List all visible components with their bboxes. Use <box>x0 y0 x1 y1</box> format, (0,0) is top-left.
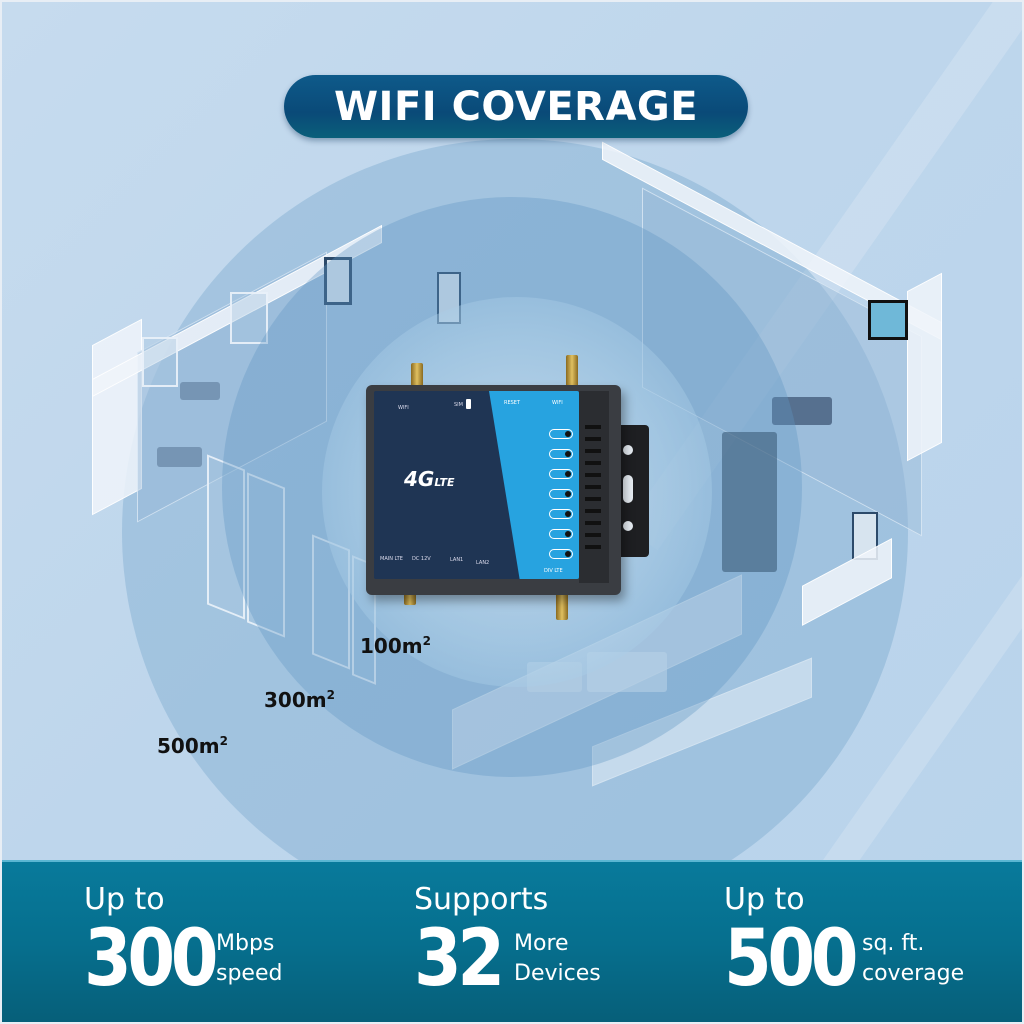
router-housing: WIFI SIM RESET WIFI 4GLTE MAIN LTE DC 12… <box>366 385 621 595</box>
stat-value: 32 <box>414 914 505 1004</box>
page-title: WIFI COVERAGE <box>333 83 699 130</box>
vent <box>585 497 601 501</box>
vent <box>585 521 601 525</box>
stat-coverage: Up to 500 sq. ft. coverage <box>724 882 964 999</box>
cabinet <box>142 337 178 387</box>
title-banner: WIFI COVERAGE <box>284 75 748 138</box>
indicator-light <box>549 549 573 559</box>
label-reset: RESET <box>504 400 521 406</box>
label-wifi-2: WIFI <box>552 400 563 406</box>
sink <box>157 447 202 467</box>
logo-lte: LTE <box>434 476 455 489</box>
mount-hole <box>623 445 633 455</box>
stat-lead: Up to <box>84 882 165 917</box>
vent <box>585 485 601 489</box>
stats-band: Up to 300 Mbps speed Supports 32 More De… <box>2 860 1022 1022</box>
area-label-300: 300m2 <box>264 688 335 712</box>
stat-devices: Supports 32 More Devices <box>414 882 601 999</box>
antenna-connector <box>411 363 423 389</box>
stat-lead: Supports <box>414 882 549 917</box>
label-div-lte: DIV LTE <box>544 568 563 574</box>
area-label-100: 100m2 <box>360 634 431 658</box>
cabinet <box>230 292 268 344</box>
vent <box>585 449 601 453</box>
label-lan2: LAN2 <box>476 560 490 566</box>
indicator-light <box>549 489 573 499</box>
vent <box>585 437 601 441</box>
mirror <box>868 300 908 340</box>
vent <box>585 509 601 513</box>
stat-unit: sq. ft. coverage <box>862 931 965 986</box>
stove <box>180 382 220 400</box>
vent <box>585 425 601 429</box>
stat-value: 500 <box>724 914 858 1004</box>
stat-lead: Up to <box>724 882 805 917</box>
bookshelf <box>722 432 777 572</box>
label-dc: DC 12V <box>412 556 431 562</box>
indicator-light <box>549 529 573 539</box>
wall-picture <box>324 257 352 305</box>
rug <box>772 397 832 425</box>
vent <box>585 473 601 477</box>
label-sim: SIM <box>454 402 463 408</box>
wall <box>92 318 142 516</box>
logo-4g: 4G <box>404 467 435 491</box>
sim-slot-icon <box>466 399 471 409</box>
antenna-connector <box>556 590 568 620</box>
label-wifi: WIFI <box>398 405 409 411</box>
indicator-light <box>549 449 573 459</box>
router-front-panel: WIFI SIM RESET WIFI 4GLTE MAIN LTE DC 12… <box>374 391 579 579</box>
stat-unit: Mbps speed <box>216 931 283 986</box>
vent <box>585 545 601 549</box>
wall <box>802 538 892 626</box>
indicator-light <box>549 469 573 479</box>
stat-speed: Up to 300 Mbps speed <box>84 882 282 999</box>
mount-slot <box>623 475 633 503</box>
label-main-lte: MAIN LTE <box>380 556 403 562</box>
indicator-light <box>549 429 573 439</box>
stat-unit: More Devices <box>514 931 601 986</box>
4g-lte-logo: 4GLTE <box>404 467 455 491</box>
wall <box>907 272 942 462</box>
vent <box>585 461 601 465</box>
vent <box>585 533 601 537</box>
label-lan1: LAN1 <box>450 557 464 563</box>
antenna-connector <box>566 355 578 387</box>
floor-plan-illustration <box>2 2 1022 860</box>
mount-hole <box>623 521 633 531</box>
indicator-light <box>549 509 573 519</box>
router-device: WIFI SIM RESET WIFI 4GLTE MAIN LTE DC 12… <box>366 355 656 620</box>
stat-value: 300 <box>84 914 218 1004</box>
area-label-500: 500m2 <box>157 734 228 758</box>
